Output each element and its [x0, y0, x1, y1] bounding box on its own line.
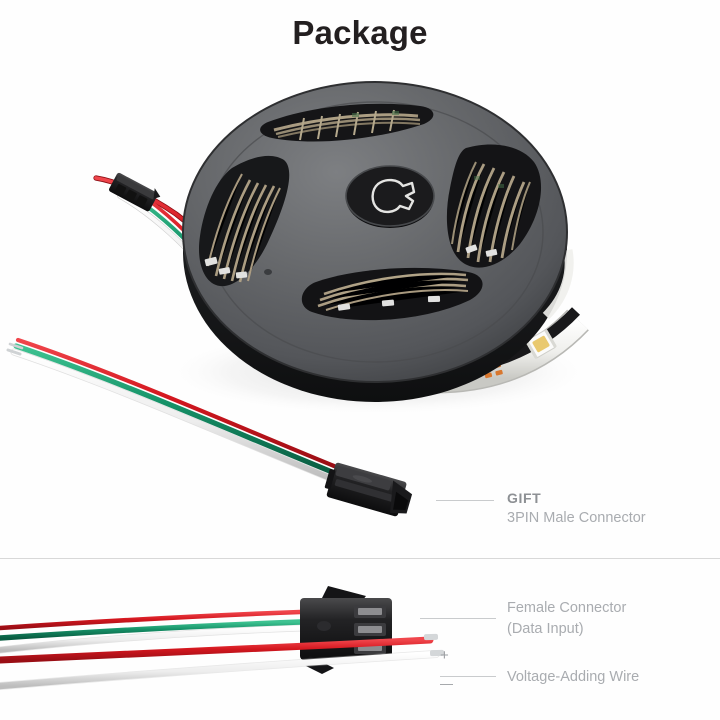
callout-voltage-wire: Voltage-Adding Wire: [507, 667, 639, 688]
callout-female-connector-subtitle: (Data Input): [507, 621, 584, 637]
callout-gift-title: GIFT: [507, 490, 542, 506]
callout-gift: GIFT 3PIN Male Connector: [507, 489, 646, 529]
callout-female-connector: Female Connector (Data Input): [507, 598, 626, 640]
leader-line-gift: [436, 500, 494, 501]
polarity-negative: —: [440, 676, 453, 691]
leader-line-voltage-wire: [440, 676, 496, 677]
polarity-positive: +: [440, 647, 449, 664]
callout-female-connector-title: Female Connector: [507, 600, 627, 616]
callout-voltage-wire-title: Voltage-Adding Wire: [507, 669, 640, 685]
section-divider: [0, 558, 720, 559]
leader-line-female-connector: [420, 618, 496, 619]
page-title: Package: [292, 14, 428, 51]
callout-gift-subtitle: 3PIN Male Connector: [507, 510, 646, 526]
